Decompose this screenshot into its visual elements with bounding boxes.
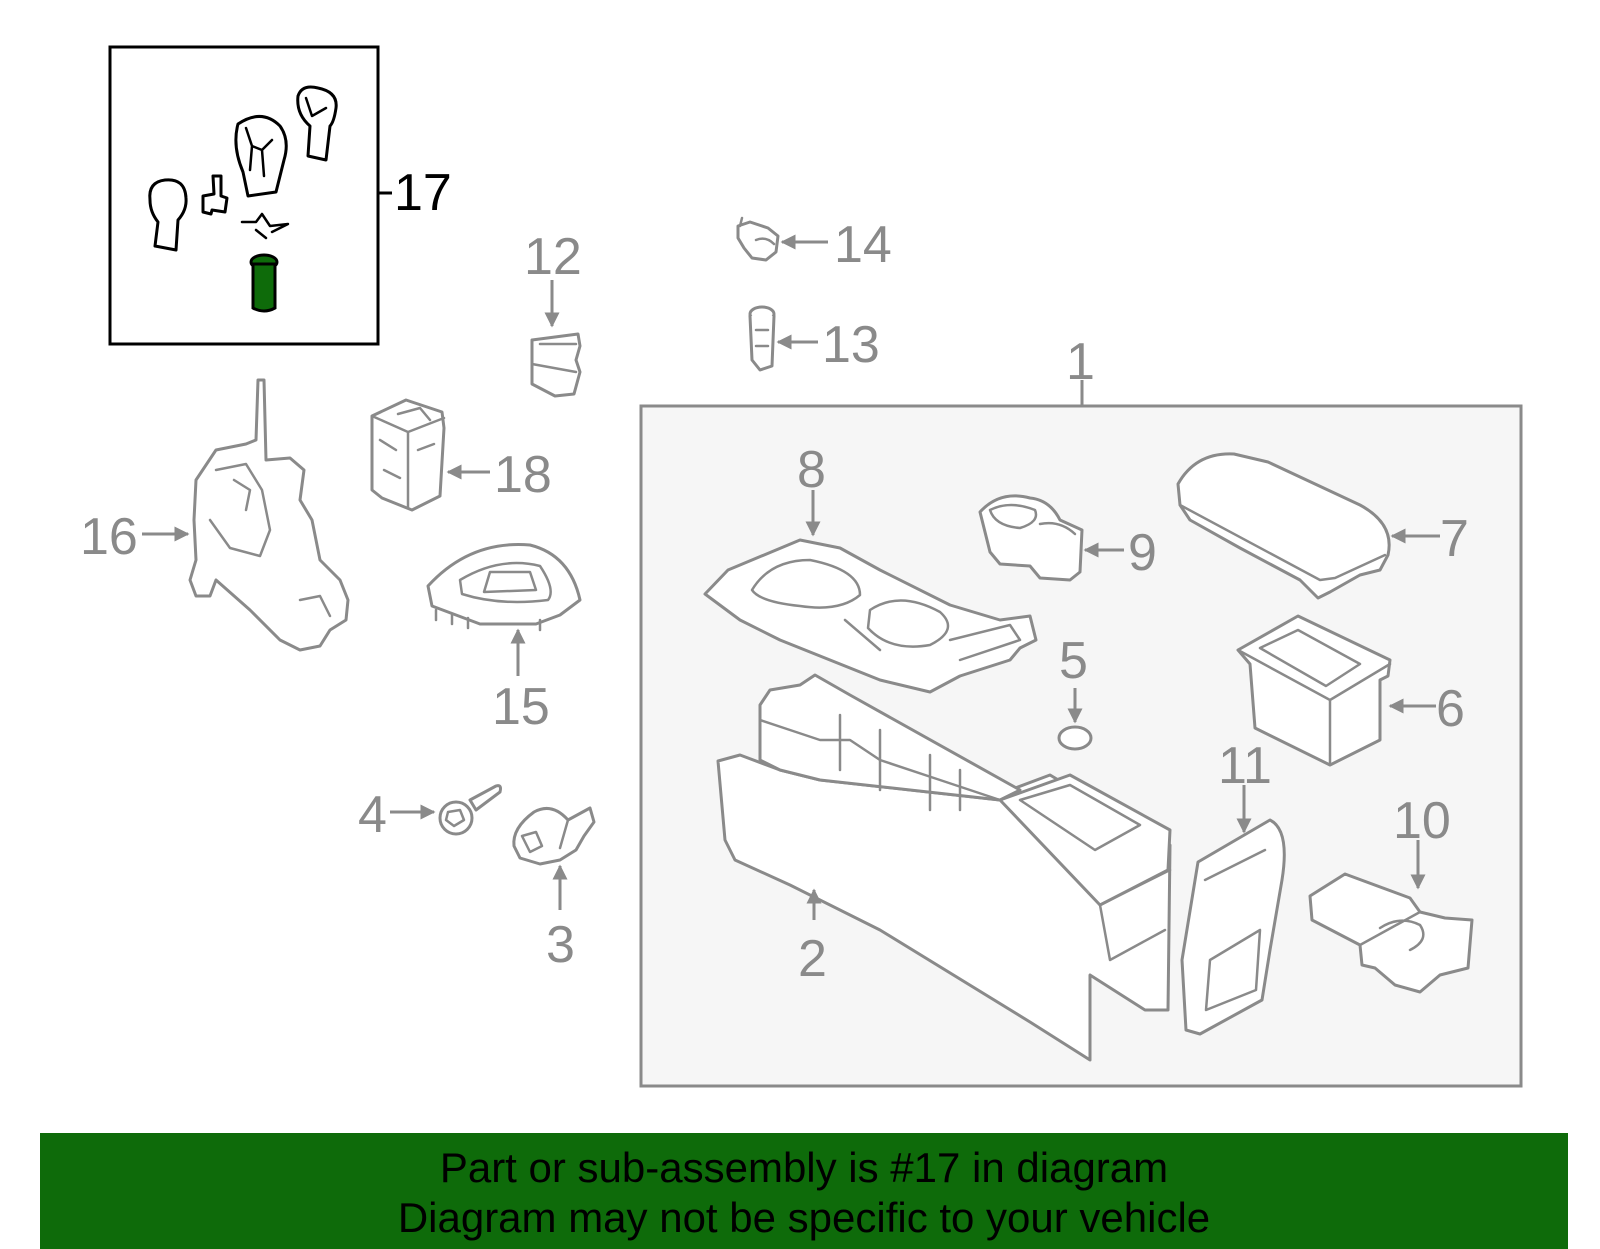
info-banner: Part or sub-assembly is #17 in diagram D… (40, 1133, 1568, 1249)
callout-4[interactable]: 4 (358, 786, 387, 844)
part-7-armrest-lid[interactable]: 7 (1176, 452, 1469, 600)
callout-16[interactable]: 16 (80, 508, 138, 566)
part-4-bolt[interactable]: 4 (358, 784, 502, 844)
part-8-top-trim[interactable]: 8 (703, 441, 1038, 694)
part-12-switch[interactable]: 12 (524, 228, 582, 398)
callout-2[interactable]: 2 (798, 930, 827, 988)
part-3-clip[interactable]: 3 (512, 806, 596, 974)
part-15-shift-bezel[interactable]: 15 (426, 543, 582, 736)
callout-17[interactable]: 17 (394, 164, 452, 222)
callout-15[interactable]: 15 (492, 678, 550, 736)
callout-3[interactable]: 3 (546, 916, 575, 974)
part-6-storage-bin[interactable]: 6 (1236, 614, 1465, 767)
callout-11[interactable]: 11 (1218, 737, 1272, 795)
part-10-outlet[interactable]: 10 (1308, 792, 1474, 994)
part-18-switch-module[interactable]: 18 (370, 398, 552, 512)
callout-8[interactable]: 8 (797, 441, 826, 499)
callout-12[interactable]: 12 (524, 228, 582, 286)
callout-18[interactable]: 18 (494, 446, 552, 504)
part-16-shifter-assembly[interactable]: 16 (80, 378, 350, 652)
part-17-highlight[interactable] (249, 253, 279, 313)
callout-5[interactable]: 5 (1059, 632, 1088, 690)
part-13-socket[interactable]: 13 (748, 305, 880, 374)
callout-14[interactable]: 14 (834, 216, 892, 274)
callout-13[interactable]: 13 (822, 316, 880, 374)
part-9-cup-holder[interactable]: 9 (978, 494, 1157, 582)
part-5-plug[interactable]: 5 (1057, 632, 1093, 751)
callout-6[interactable]: 6 (1436, 680, 1465, 738)
part-11-side-panel[interactable]: 11 (1180, 737, 1286, 1036)
part-14-socket-cap[interactable]: 14 (736, 216, 892, 274)
callout-10[interactable]: 10 (1393, 792, 1451, 850)
part-2-console-body[interactable]: 2 (716, 673, 1172, 1062)
part-17-inset[interactable]: 17 (108, 45, 452, 346)
banner-line-part: Part or sub-assembly is #17 in diagram (439, 1144, 1169, 1191)
callout-7[interactable]: 7 (1440, 510, 1469, 568)
callout-1[interactable]: 1 (1066, 333, 1095, 391)
callout-9[interactable]: 9 (1128, 524, 1157, 582)
banner-line-disclaimer: Diagram may not be specific to your vehi… (397, 1194, 1211, 1241)
